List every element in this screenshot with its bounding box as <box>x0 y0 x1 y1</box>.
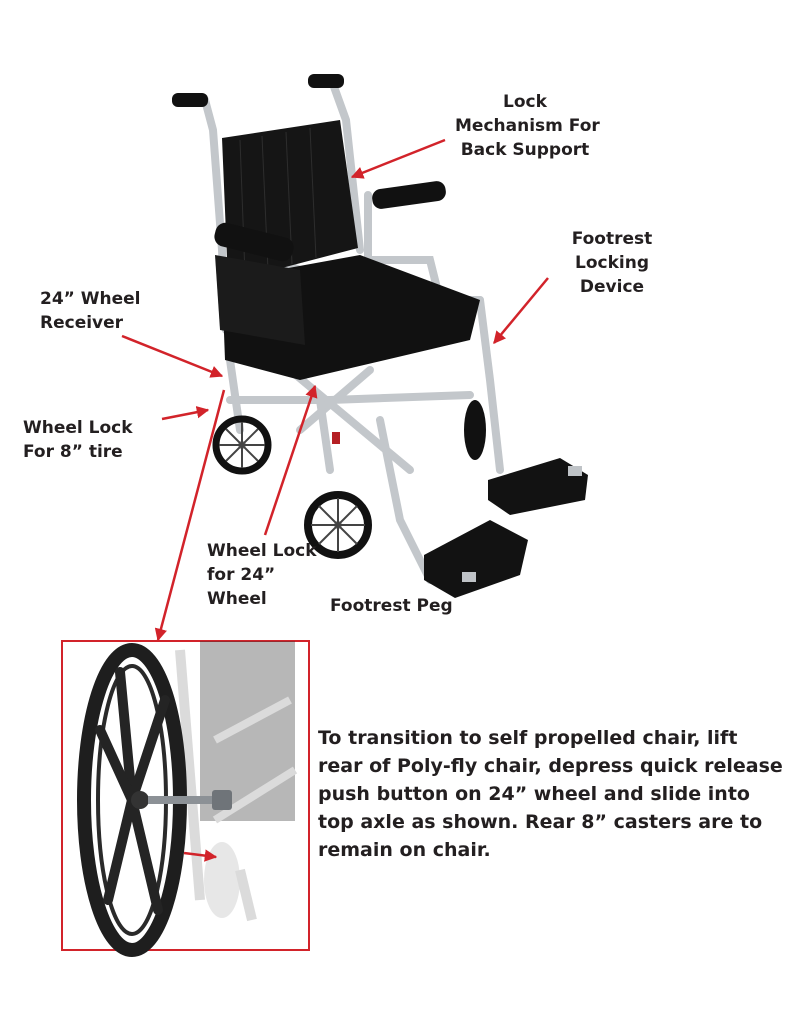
arrow-wheel-lock-24 <box>263 384 318 536</box>
label-footrest-locking: Footrest Locking Device <box>571 229 653 297</box>
arrow-footrest-locking <box>493 277 549 344</box>
instruction-caption: To transition to self propelled chair, l… <box>318 727 783 861</box>
label-lock-mechanism: Lock Mechanism For Back Support <box>455 92 600 160</box>
arrow-lock-mechanism <box>350 138 446 179</box>
wheelchair-illustration <box>172 74 588 598</box>
inset-detail <box>61 640 310 957</box>
arrow-to-inset <box>154 389 226 642</box>
label-wheel-receiver: 24” Wheel Receiver <box>40 289 141 333</box>
label-wheel-lock-8: Wheel Lock For 8” tire <box>23 418 133 462</box>
callout-arrows <box>121 138 549 642</box>
label-footrest-peg: Footrest Peg <box>330 596 453 616</box>
label-wheel-lock-24: Wheel Lock for 24” Wheel <box>207 541 317 609</box>
arrow-wheel-receiver <box>121 334 224 378</box>
arrow-wheel-lock-8 <box>161 406 210 421</box>
